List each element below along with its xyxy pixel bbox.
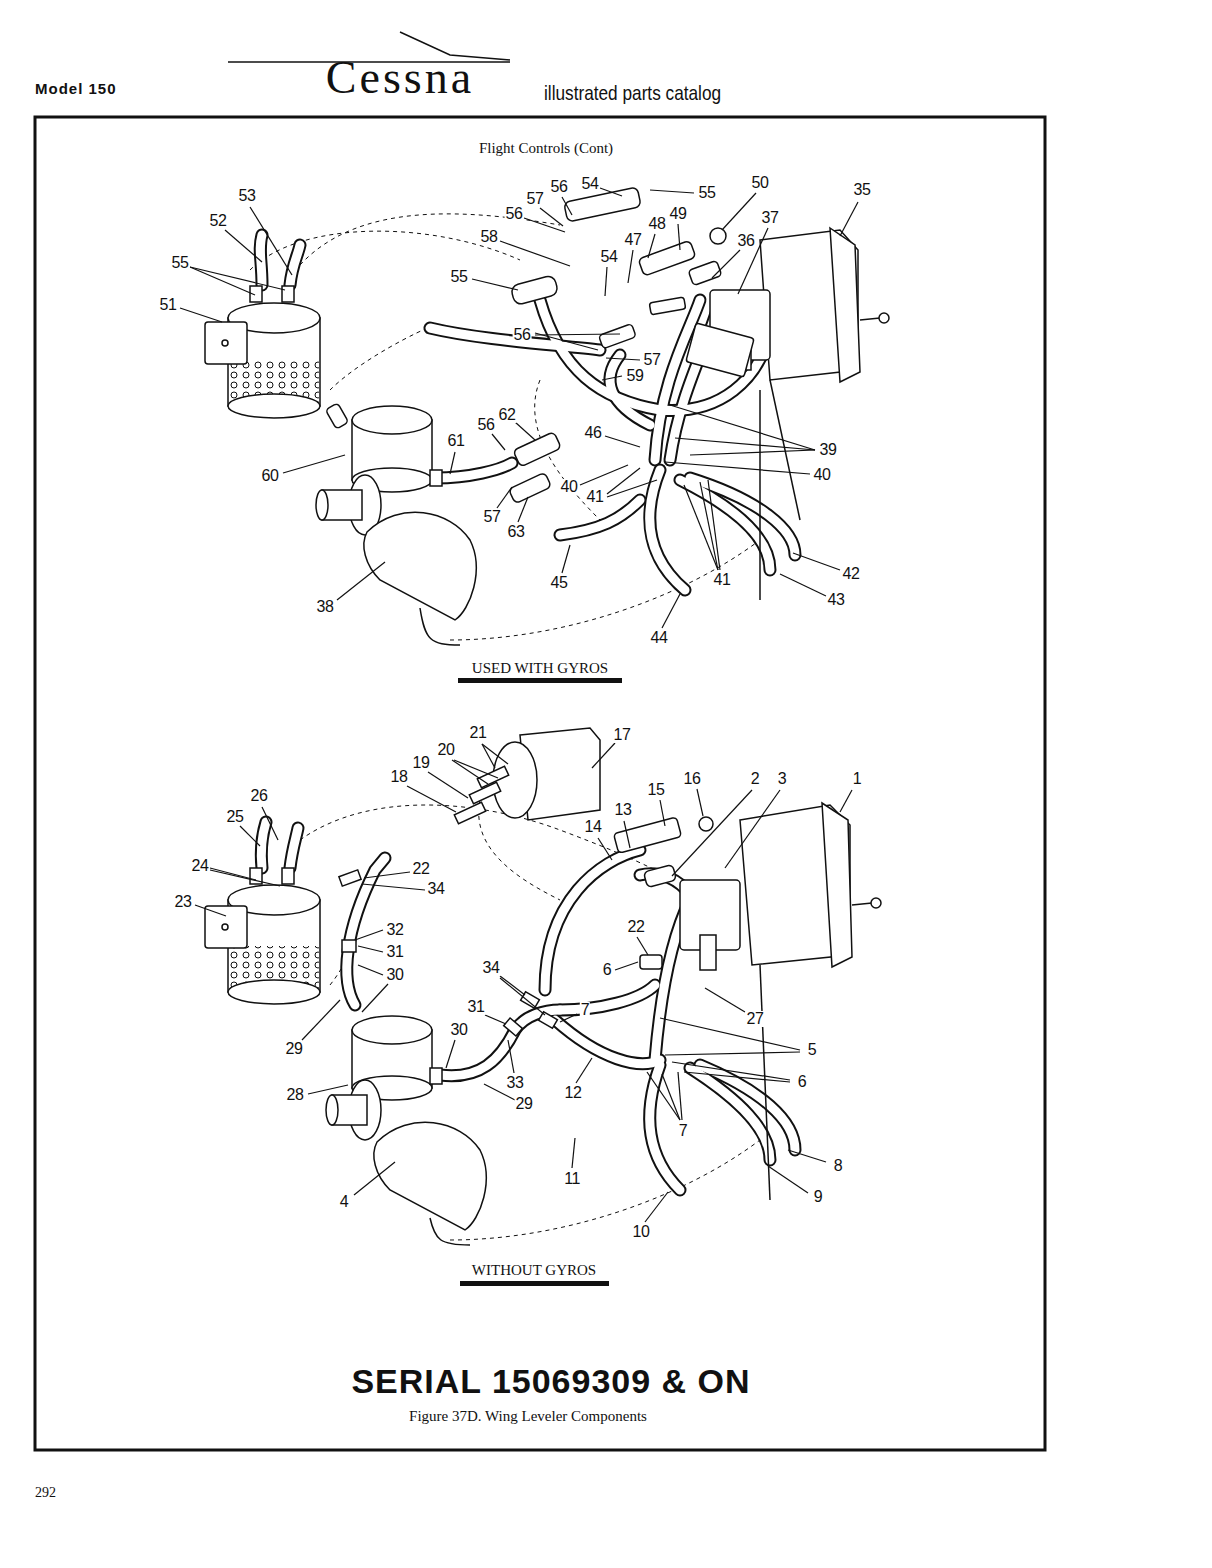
callout-number: 25 (226, 809, 245, 825)
figure-section-title: Flight Controls (Cont) (479, 141, 613, 156)
callout-number: 23 (174, 894, 193, 910)
callout-number: 41 (586, 489, 605, 505)
callout-number: 8 (833, 1158, 843, 1174)
callout-number: 45 (550, 575, 569, 591)
callout-number: 1 (852, 771, 862, 787)
callout-number: 53 (238, 188, 257, 204)
callout-number: 5 (807, 1042, 817, 1058)
serial-range: SERIAL 15069309 & ON (351, 1364, 750, 1398)
callout-number: 4 (339, 1194, 349, 1210)
callout-number: 26 (250, 788, 269, 804)
callout-number: 3 (777, 771, 787, 787)
callout-number: 7 (678, 1123, 688, 1139)
callout-number: 28 (286, 1087, 305, 1103)
callout-number: 55 (698, 185, 717, 201)
callout-number: 39 (819, 442, 838, 458)
callout-number: 44 (650, 630, 669, 646)
callout-number: 54 (581, 176, 600, 192)
callout-number: 12 (564, 1085, 583, 1101)
callout-number: 61 (447, 433, 466, 449)
callout-number: 20 (437, 742, 456, 758)
callout-number: 35 (853, 182, 872, 198)
callout-number: 16 (683, 771, 702, 787)
view-heading: WITHOUT GYROS (470, 1263, 598, 1278)
callout-number: 36 (737, 233, 756, 249)
callout-number: 40 (813, 467, 832, 483)
callout-number: 33 (506, 1075, 525, 1091)
callout-number: 51 (159, 297, 178, 313)
callout-number: 49 (669, 206, 688, 222)
callout-number: 58 (480, 229, 499, 245)
callout-number: 63 (507, 524, 526, 540)
callout-number: 30 (386, 967, 405, 983)
callout-number: 56 (477, 417, 496, 433)
callout-number: 22 (412, 861, 431, 877)
callout-number: 29 (515, 1096, 534, 1112)
callout-number: 19 (412, 755, 431, 771)
callout-number: 54 (600, 249, 619, 265)
callout-number: 31 (467, 999, 486, 1015)
callout-number: 34 (482, 960, 501, 976)
callout-number: 18 (390, 769, 409, 785)
callout-number: 41 (713, 572, 732, 588)
callout-number: 60 (261, 468, 280, 484)
callout-number: 32 (386, 922, 405, 938)
callout-number: 9 (813, 1189, 823, 1205)
callout-number: 48 (648, 216, 667, 232)
figure-caption: Figure 37D. Wing Leveler Components (409, 1409, 647, 1424)
callout-number: 14 (584, 819, 603, 835)
callout-number: 62 (498, 407, 517, 423)
callout-number: 43 (827, 592, 846, 608)
callout-number: 57 (483, 509, 502, 525)
callout-number: 52 (209, 213, 228, 229)
callout-number: 55 (450, 269, 469, 285)
callout-number: 17 (613, 727, 632, 743)
callout-number: 57 (526, 191, 545, 207)
callout-number: 37 (761, 210, 780, 226)
callout-number: 7 (580, 1002, 590, 1018)
callout-number: 42 (842, 566, 861, 582)
callout-number: 40 (560, 479, 579, 495)
view-heading: USED WITH GYROS (470, 661, 610, 676)
callout-number: 50 (751, 175, 770, 191)
brand-logo: Cessna (326, 55, 474, 101)
callout-number: 34 (427, 881, 446, 897)
callout-number: 38 (316, 599, 335, 615)
callout-number: 31 (386, 944, 405, 960)
callout-number: 2 (750, 771, 760, 787)
callout-number: 11 (563, 1171, 581, 1187)
callout-number: 27 (746, 1011, 765, 1027)
callout-number: 6 (797, 1074, 807, 1090)
callout-number: 22 (627, 919, 646, 935)
callout-number: 56 (550, 179, 569, 195)
callout-number: 55 (171, 255, 190, 271)
model-heading: Model 150 (35, 81, 117, 96)
callout-number: 15 (647, 782, 666, 798)
callout-number: 21 (469, 725, 488, 741)
callout-number: 59 (626, 368, 645, 384)
callout-number: 6 (602, 962, 612, 978)
callout-number: 13 (614, 802, 633, 818)
callout-number: 57 (643, 352, 662, 368)
callout-number: 46 (584, 425, 603, 441)
page-number: 292 (35, 1486, 56, 1500)
callout-number: 30 (450, 1022, 469, 1038)
catalog-heading: illustrated parts catalog (544, 82, 721, 103)
callout-number: 56 (505, 206, 524, 222)
callout-number: 10 (632, 1224, 651, 1240)
callout-number: 29 (285, 1041, 304, 1057)
callout-number: 24 (191, 858, 210, 874)
callout-number: 47 (624, 232, 643, 248)
callout-number: 56 (513, 327, 532, 343)
